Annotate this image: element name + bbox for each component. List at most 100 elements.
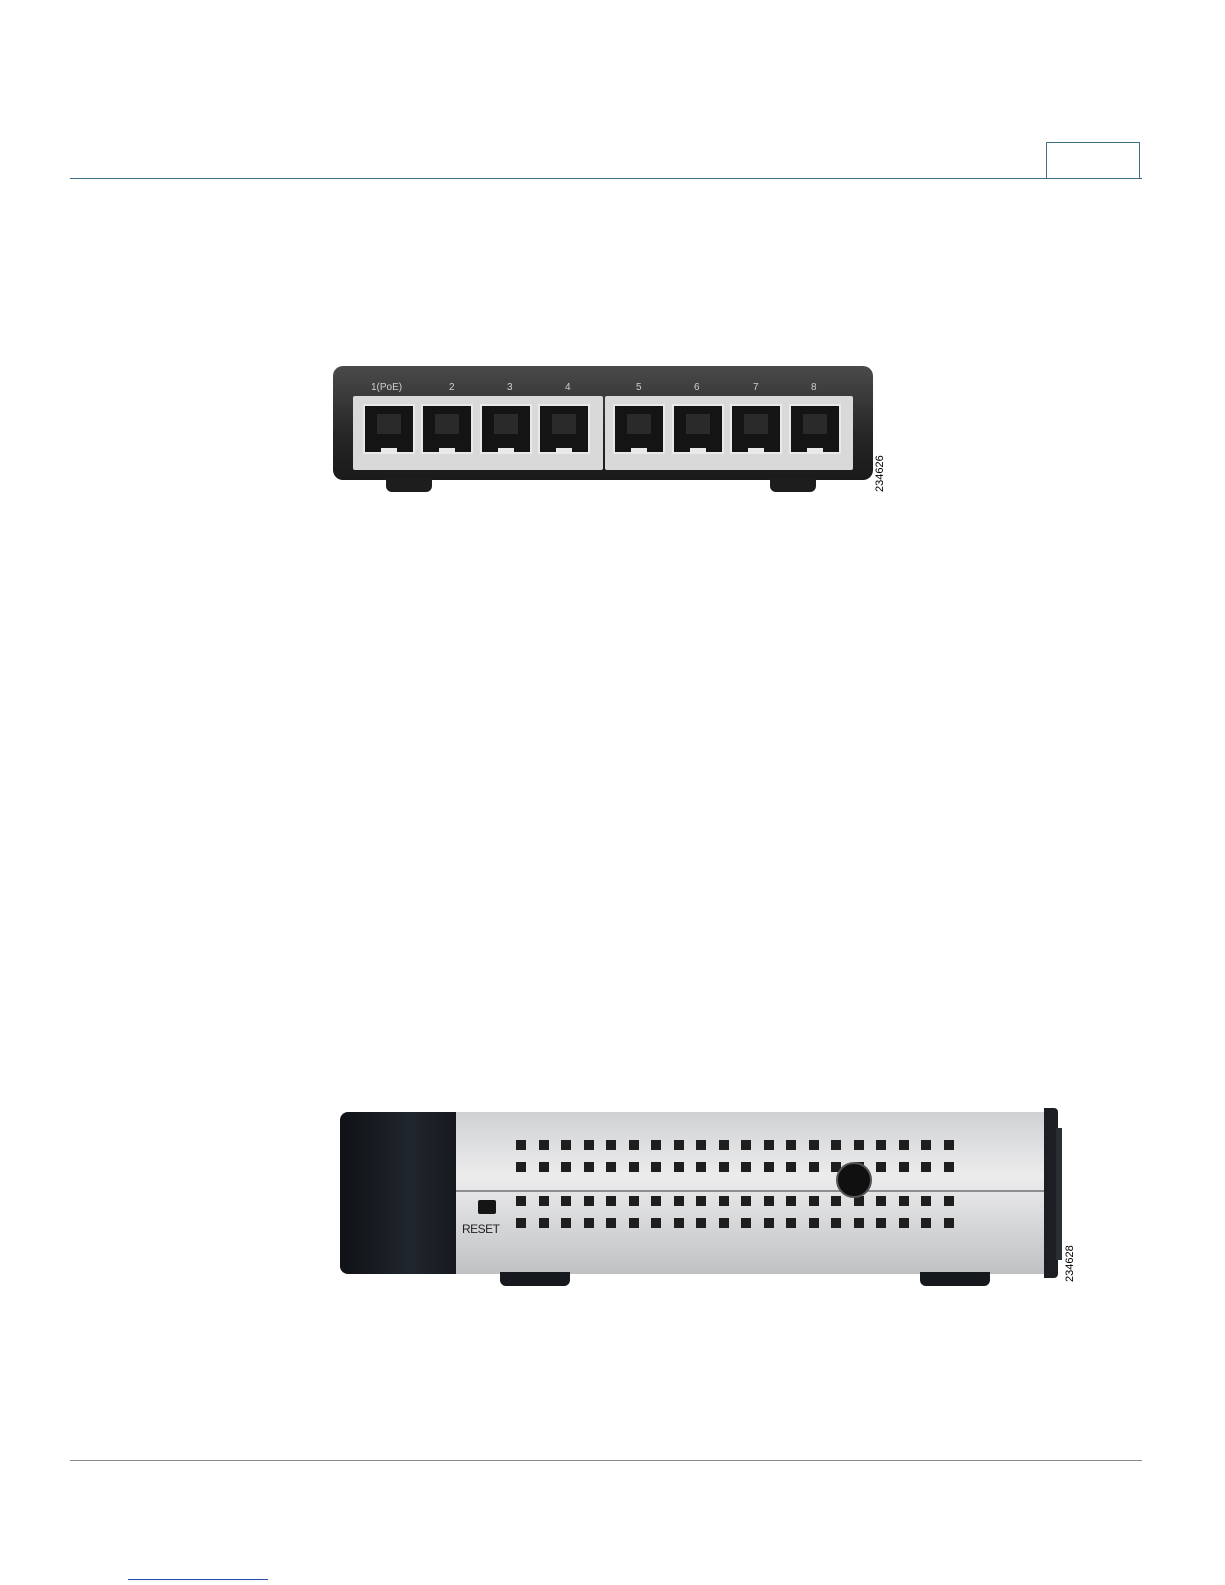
ethernet-port-8[interactable]: [789, 404, 841, 454]
port-group-5-8: [605, 396, 853, 470]
vent-slot: [584, 1162, 594, 1172]
vent-slot: [539, 1162, 549, 1172]
port-label-2: 2: [449, 382, 455, 393]
vent-slot: [696, 1218, 706, 1228]
vent-slot: [584, 1140, 594, 1150]
vent-slot: [764, 1218, 774, 1228]
vent-slot: [651, 1140, 661, 1150]
front-foot-right: [770, 478, 816, 492]
vent-slot: [786, 1218, 796, 1228]
reset-button[interactable]: [478, 1200, 496, 1214]
ventilation-grid-lower: [516, 1196, 966, 1240]
switch-side-end-cap: [340, 1112, 458, 1274]
vent-slot: [629, 1218, 639, 1228]
footer-rule: [70, 1460, 1142, 1461]
switch-side-body: [456, 1112, 1046, 1274]
vent-slot: [831, 1196, 841, 1206]
vent-slot: [921, 1218, 931, 1228]
vent-slot: [674, 1140, 684, 1150]
vent-slot: [809, 1196, 819, 1206]
ethernet-port-1[interactable]: [363, 404, 415, 454]
vent-slot: [629, 1140, 639, 1150]
vent-slot: [696, 1140, 706, 1150]
vent-slot: [876, 1196, 886, 1206]
vent-slot: [561, 1162, 571, 1172]
vent-slot: [561, 1140, 571, 1150]
vent-slot: [674, 1196, 684, 1206]
vent-slot: [719, 1162, 729, 1172]
vent-slot: [854, 1218, 864, 1228]
vent-slot: [651, 1162, 661, 1172]
vent-slot: [944, 1218, 954, 1228]
side-foot-left: [500, 1272, 570, 1286]
vent-slot: [899, 1162, 909, 1172]
vent-slot: [764, 1140, 774, 1150]
vent-slot: [606, 1196, 616, 1206]
port-label-7: 7: [753, 382, 759, 393]
side-panel-figure: RESET 234628: [340, 1108, 1080, 1288]
vent-slot: [606, 1162, 616, 1172]
vent-slot: [674, 1162, 684, 1172]
ethernet-port-5[interactable]: [613, 404, 665, 454]
vent-slot: [786, 1196, 796, 1206]
ethernet-port-6[interactable]: [672, 404, 724, 454]
front-figure-number: 234626: [874, 455, 886, 492]
vent-slot: [921, 1162, 931, 1172]
vent-slot: [876, 1140, 886, 1150]
header-tab: [1046, 142, 1140, 178]
vent-slot: [786, 1140, 796, 1150]
port-label-8: 8: [811, 382, 817, 393]
vent-slot: [944, 1162, 954, 1172]
vent-slot: [921, 1140, 931, 1150]
switch-side-end-rim: [1056, 1128, 1062, 1260]
power-jack[interactable]: [836, 1162, 872, 1198]
vent-slot: [539, 1140, 549, 1150]
ethernet-port-7[interactable]: [730, 404, 782, 454]
vent-slot: [809, 1218, 819, 1228]
vent-slot: [719, 1196, 729, 1206]
vent-slot: [899, 1196, 909, 1206]
vent-slot: [876, 1162, 886, 1172]
port-group-1-4: [353, 396, 603, 470]
vent-slot: [561, 1196, 571, 1206]
vent-slot: [674, 1218, 684, 1228]
ethernet-port-2[interactable]: [421, 404, 473, 454]
vent-slot: [899, 1218, 909, 1228]
vent-slot: [786, 1162, 796, 1172]
vent-slot: [516, 1140, 526, 1150]
vent-slot: [539, 1196, 549, 1206]
vent-slot: [741, 1162, 751, 1172]
vent-slot: [651, 1218, 661, 1228]
vent-slot: [764, 1196, 774, 1206]
ethernet-port-3[interactable]: [480, 404, 532, 454]
side-figure-number: 234628: [1064, 1245, 1076, 1282]
vent-slot: [854, 1140, 864, 1150]
switch-front-body: 1(PoE) 2 3 4 5 6 7 8: [333, 366, 873, 480]
vent-slot: [584, 1218, 594, 1228]
reset-label: RESET: [462, 1222, 500, 1236]
vent-slot: [809, 1162, 819, 1172]
vent-slot: [899, 1140, 909, 1150]
port-label-5: 5: [636, 382, 642, 393]
vent-slot: [516, 1162, 526, 1172]
vent-slot: [741, 1196, 751, 1206]
port-label-4: 4: [565, 382, 571, 393]
vent-slot: [629, 1162, 639, 1172]
vent-slot: [719, 1218, 729, 1228]
port-label-1: 1(PoE): [371, 382, 402, 393]
side-seam: [456, 1190, 1046, 1192]
vent-slot: [831, 1140, 841, 1150]
vent-slot: [944, 1196, 954, 1206]
vent-slot: [516, 1218, 526, 1228]
vent-slot: [696, 1196, 706, 1206]
vent-slot: [944, 1140, 954, 1150]
ethernet-port-4[interactable]: [538, 404, 590, 454]
vent-slot: [764, 1162, 774, 1172]
vent-slot: [651, 1196, 661, 1206]
vent-slot: [809, 1140, 819, 1150]
vent-slot: [921, 1196, 931, 1206]
footer-link-underline[interactable]: [128, 1579, 268, 1580]
vent-slot: [719, 1140, 729, 1150]
front-panel-figure: 1(PoE) 2 3 4 5 6 7 8 234626: [330, 360, 890, 500]
header-rule: [70, 178, 1142, 179]
